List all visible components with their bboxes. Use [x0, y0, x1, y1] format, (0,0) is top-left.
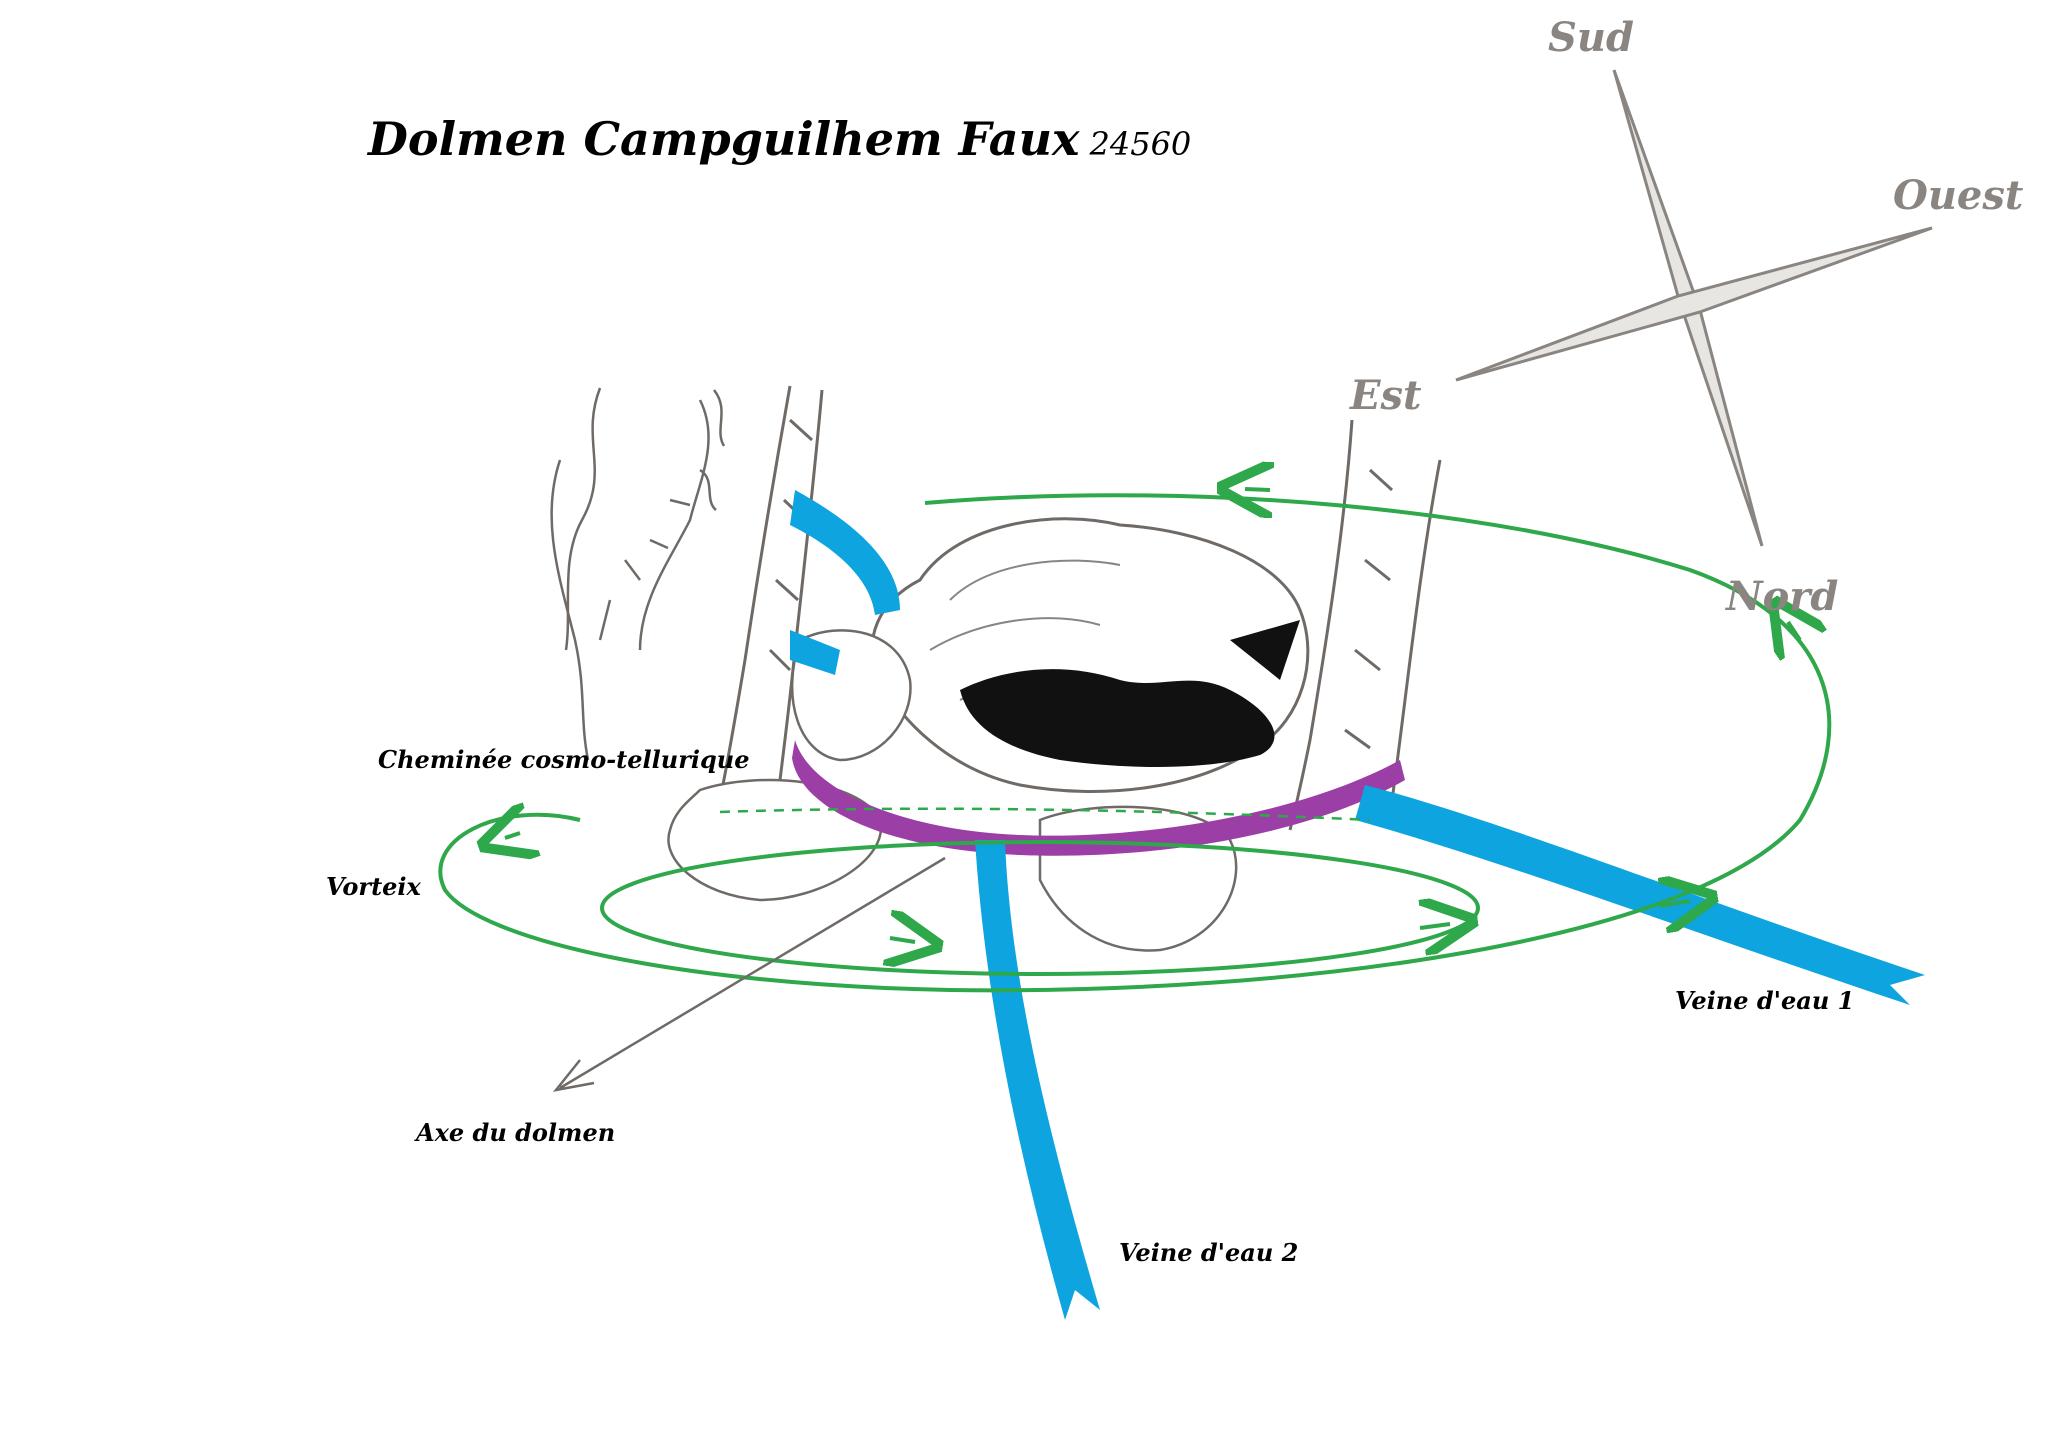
vortex-rings: [438, 489, 1832, 993]
label-chimney: Cheminée cosmo-tellurique: [378, 745, 750, 774]
label-vortex: Vorteix: [326, 872, 421, 901]
compass-rose-icon: [1455, 69, 1933, 547]
water-vein-2: [975, 840, 1100, 1320]
water-veins: [790, 490, 1925, 1320]
label-vein-2: Veine d'eau 2: [1119, 1238, 1299, 1267]
label-vein-1: Veine d'eau 1: [1675, 986, 1855, 1015]
label-axis: Axe du dolmen: [416, 1118, 616, 1147]
title-text: Dolmen Campguilhem Faux: [368, 112, 1080, 166]
chimney-base-band: [792, 740, 1405, 856]
tree-trunk-right: [1288, 419, 1442, 831]
chimney-dashed-line: [719, 807, 1371, 822]
water-vein-left-top: [790, 490, 900, 615]
direction-arrow-icon: [552, 856, 946, 1092]
compass-label-north: Nord: [1726, 573, 1839, 620]
compass-label-south: Sud: [1548, 14, 1634, 61]
compass-label-west: Ouest: [1893, 172, 2024, 219]
tree-sketch-left: [550, 387, 726, 761]
dolmen-capstone: [870, 517, 1310, 793]
water-vein-left-mid: [790, 630, 840, 675]
compass-label-east: Est: [1350, 372, 1422, 419]
water-vein-1: [1355, 785, 1925, 1005]
title-postcode: 24560: [1089, 125, 1192, 163]
vortex-ring-outer: [438, 493, 1832, 993]
